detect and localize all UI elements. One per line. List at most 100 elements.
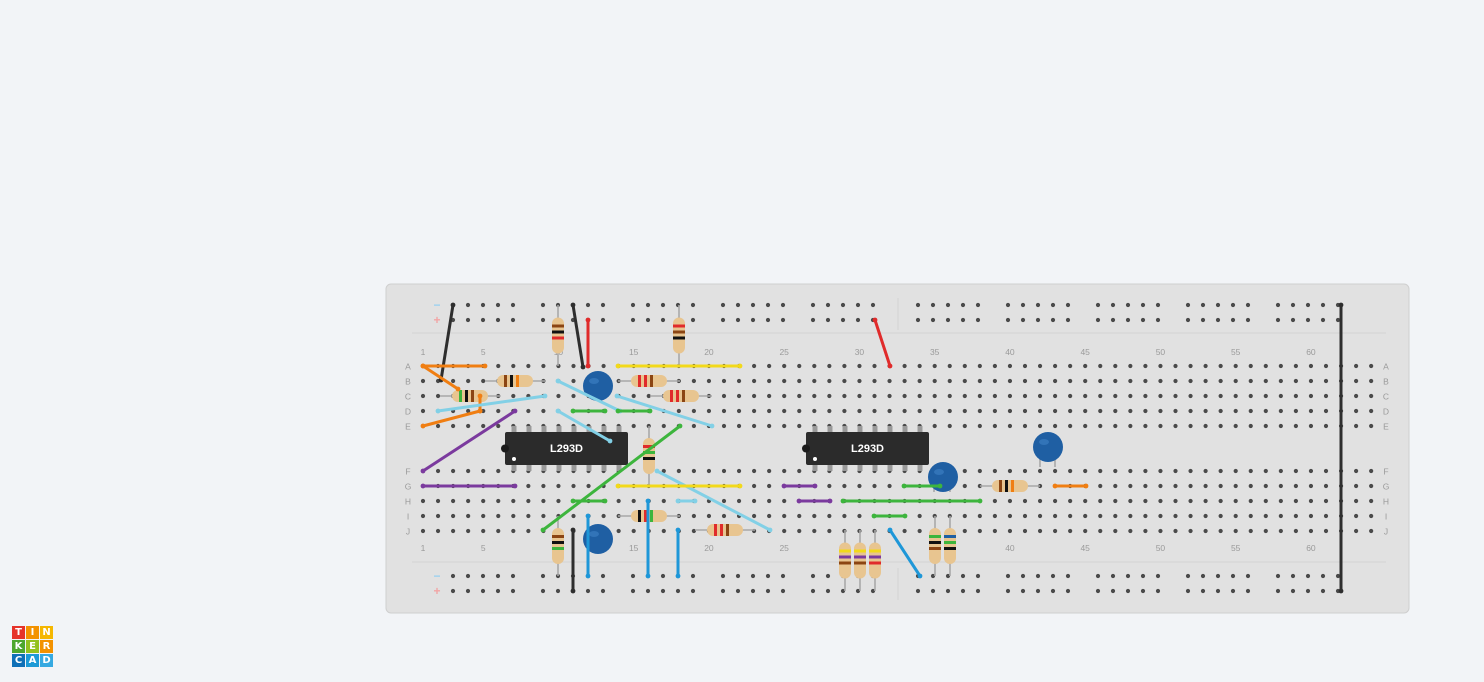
l293d-chip[interactable]: L293D — [802, 426, 929, 471]
orange-wire[interactable] — [421, 409, 482, 428]
rail-hole — [1320, 317, 1326, 323]
hole — [797, 408, 802, 414]
rail-minus-label: − — [433, 569, 440, 583]
hole — [1022, 393, 1028, 399]
rail-hole — [960, 573, 966, 579]
jumper-wires[interactable] — [420, 302, 1344, 594]
hole — [1158, 378, 1163, 384]
rail-hole — [1065, 302, 1071, 308]
hole — [556, 483, 561, 489]
blue-wire[interactable] — [888, 528, 922, 578]
hole — [1278, 483, 1283, 489]
hole — [1173, 498, 1178, 504]
wire-end — [1083, 483, 1089, 489]
resistor[interactable] — [929, 516, 941, 576]
cyan-wire[interactable] — [655, 469, 772, 532]
resistor-band — [854, 561, 866, 565]
wire-end — [871, 513, 877, 519]
ic-chips[interactable]: L293D L293D — [501, 426, 929, 471]
hole — [526, 408, 531, 414]
ceramic-capacitor[interactable] — [1033, 432, 1063, 467]
resistor[interactable] — [650, 390, 712, 402]
hole — [902, 393, 907, 399]
resistor[interactable] — [944, 516, 956, 576]
orange-wire[interactable] — [421, 364, 460, 391]
hole — [812, 513, 817, 519]
resistor-band — [552, 324, 564, 328]
resistor-band — [552, 535, 564, 538]
capacitor-body — [1033, 432, 1063, 462]
hole — [1218, 513, 1223, 519]
hole — [661, 423, 666, 429]
purple-wire[interactable] — [421, 409, 517, 473]
hole — [661, 528, 666, 534]
cyan-wire[interactable] — [615, 394, 714, 428]
resistor[interactable] — [485, 375, 545, 387]
hole — [1037, 498, 1043, 504]
wire-end — [540, 527, 546, 533]
cyan-wire[interactable] — [556, 409, 612, 443]
resistor[interactable] — [980, 480, 1040, 492]
hole — [466, 423, 471, 429]
hole — [917, 363, 922, 369]
hole — [842, 483, 847, 489]
hole — [1369, 393, 1374, 399]
rail-hole — [1050, 588, 1056, 594]
green-wire[interactable] — [541, 424, 682, 532]
resistor[interactable] — [673, 305, 685, 366]
wire-end — [420, 483, 426, 489]
hole — [1053, 363, 1058, 369]
hole — [1263, 483, 1268, 489]
rail-hole — [930, 317, 936, 323]
hole — [1263, 498, 1268, 504]
resistor[interactable] — [552, 305, 564, 366]
cyan-wire[interactable] — [436, 394, 547, 413]
hole — [992, 393, 998, 399]
black-wire[interactable] — [571, 303, 585, 369]
resistor[interactable] — [552, 516, 564, 576]
rail-hole — [1140, 573, 1146, 579]
resistor[interactable] — [695, 524, 755, 536]
hole — [962, 378, 967, 384]
cyan-wire[interactable] — [556, 379, 622, 413]
rail-hole — [1005, 317, 1011, 323]
column-label: 55 — [1231, 543, 1241, 553]
ceramic-capacitor[interactable] — [583, 371, 613, 401]
hole — [1233, 408, 1238, 414]
rail-hole — [600, 302, 606, 308]
rail-hole — [1095, 573, 1101, 579]
rail-hole — [495, 573, 501, 579]
column-label: 20 — [704, 347, 714, 357]
hole — [1007, 363, 1013, 369]
resistor[interactable] — [839, 530, 851, 591]
rail-hole — [1290, 302, 1296, 308]
resistor[interactable] — [854, 530, 866, 591]
resistor-band — [929, 547, 941, 550]
chip-pin — [616, 464, 622, 471]
chip-pin — [511, 464, 517, 471]
resistor-band — [643, 457, 655, 460]
l293d-chip[interactable]: L293D — [501, 426, 628, 471]
hole — [1308, 408, 1314, 414]
hole — [1323, 378, 1329, 384]
hole — [1354, 393, 1359, 399]
column-label: 5 — [481, 543, 486, 553]
hole — [917, 408, 922, 414]
hole — [752, 468, 757, 474]
rail-hole — [930, 588, 936, 594]
chip-pin — [601, 464, 607, 471]
column-label: 20 — [704, 543, 714, 553]
hole — [1293, 483, 1298, 489]
rail-hole — [1050, 317, 1056, 323]
red-wire[interactable] — [873, 318, 892, 368]
hole — [752, 513, 757, 519]
resistor[interactable] — [869, 530, 881, 591]
resistor[interactable] — [618, 375, 680, 387]
rail-hole — [765, 573, 771, 579]
hole — [1098, 393, 1103, 399]
rail-hole — [510, 573, 516, 579]
hole — [902, 528, 907, 534]
rail-plus-label: + — [433, 584, 440, 598]
hole — [451, 423, 456, 429]
